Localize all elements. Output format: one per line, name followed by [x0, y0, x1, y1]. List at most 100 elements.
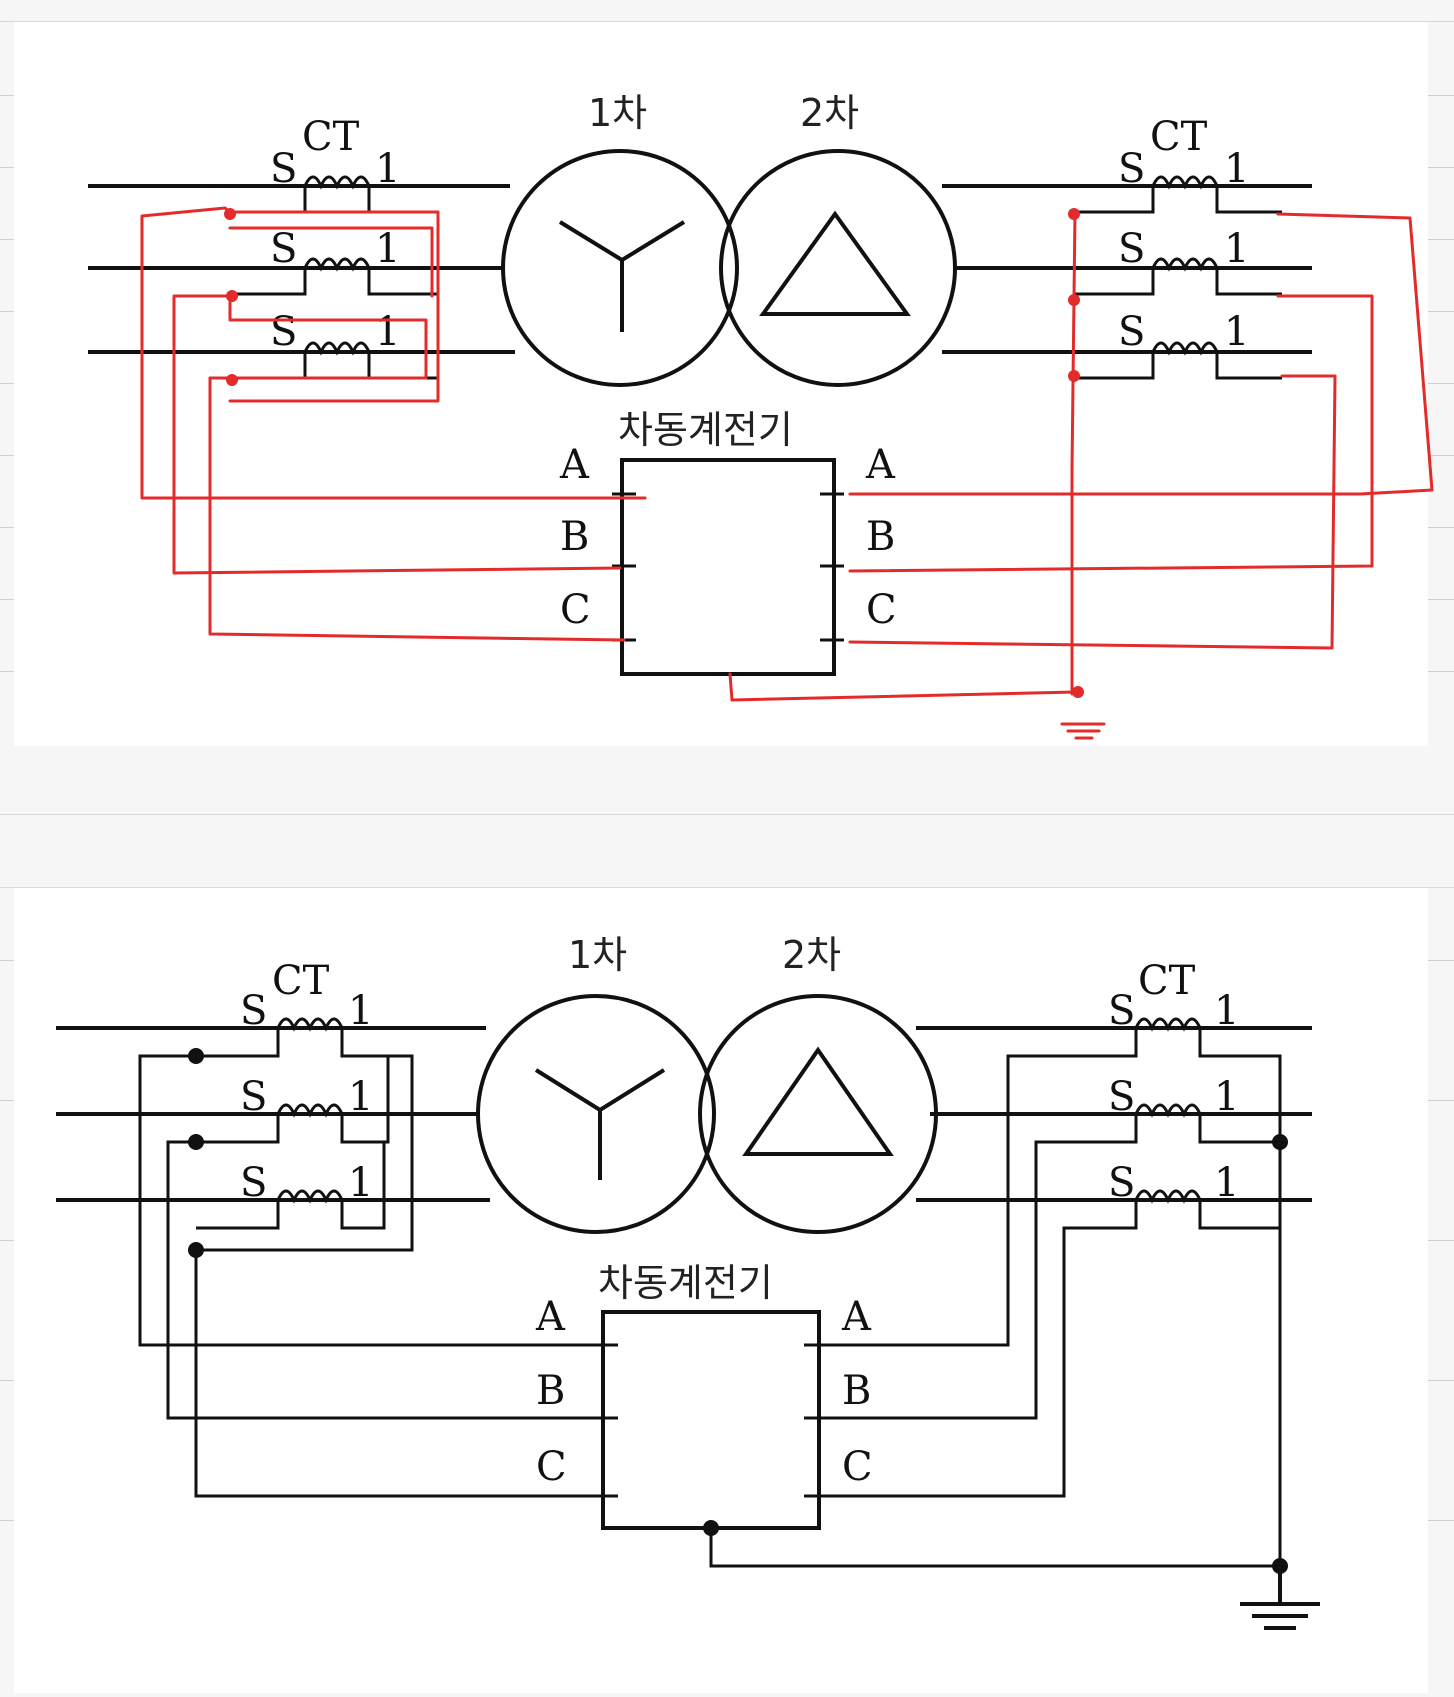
transformer: 1차 2차 — [501, 91, 957, 387]
ruler-mark — [1428, 239, 1454, 240]
ruler-mark — [1428, 960, 1454, 961]
power-lines — [88, 184, 1312, 354]
delta-symbol — [759, 210, 911, 316]
divider — [0, 21, 1454, 22]
relay-terminal-b: B — [536, 1368, 565, 1414]
ruler-mark — [1428, 455, 1454, 456]
relay-terminal-a: A — [841, 1294, 872, 1340]
secondary-winding-circle — [698, 994, 938, 1234]
junction-dot — [188, 1048, 204, 1064]
ct-left-group: CT S 1 S 1 S 1 — [196, 958, 414, 1252]
divider — [0, 887, 1454, 888]
relay-terminal-a: A — [535, 1294, 566, 1340]
ruler-mark — [1428, 599, 1454, 600]
power-lines — [56, 1026, 1312, 1202]
ct-1-label: 1 — [1224, 146, 1249, 192]
junction-dot — [226, 290, 238, 302]
primary-winding-circle — [476, 994, 716, 1234]
ct-s-label: S — [1108, 1074, 1135, 1120]
ruler-mark — [0, 239, 14, 240]
diagram-panel-annotated — [14, 22, 1428, 746]
relay-terminal-c: C — [560, 587, 591, 633]
relay-box — [601, 1310, 821, 1530]
ruler-mark — [1428, 1380, 1454, 1381]
ct-s-label: S — [1118, 309, 1145, 355]
ct-left-group: CT S 1 S 1 S 1 — [235, 114, 438, 380]
ct-1-label: 1 — [1214, 1160, 1239, 1206]
primary-label: 1차 — [568, 933, 627, 977]
relay-terminal-a: A — [865, 442, 896, 488]
ruler-mark — [1428, 671, 1454, 672]
ct-1-label: 1 — [375, 226, 400, 272]
divider — [0, 814, 1454, 815]
ct-1-label: 1 — [375, 309, 400, 355]
ruler-mark — [0, 1380, 14, 1381]
ct-1-label: 1 — [1224, 226, 1249, 272]
ruler-mark — [1428, 1520, 1454, 1521]
ruler-mark — [1428, 311, 1454, 312]
ct-1-label: 1 — [375, 146, 400, 192]
ct-label: CT — [1150, 114, 1208, 160]
ct-1-label: 1 — [1214, 988, 1239, 1034]
relay-terminal-c: C — [536, 1444, 567, 1490]
ruler-mark — [0, 527, 14, 528]
ct-right-group: CT S 1 S 1 S 1 — [1075, 114, 1282, 380]
ruler-mark — [0, 455, 14, 456]
junction-dot — [1272, 1134, 1288, 1150]
ct-label: CT — [272, 958, 330, 1004]
red-wiring — [140, 206, 1434, 740]
relay-label: 차동계전기 — [598, 1261, 773, 1305]
ct-s-label: S — [240, 1074, 267, 1120]
ct-1-label: 1 — [348, 1074, 373, 1120]
secondary-label: 2차 — [800, 91, 859, 135]
ground-icon — [1240, 1566, 1320, 1630]
junction-dot — [188, 1242, 204, 1258]
ruler-mark — [0, 671, 14, 672]
ruler-mark — [0, 1100, 14, 1101]
ct-s-label: S — [1118, 146, 1145, 192]
junction-dot — [1068, 370, 1080, 382]
ct-1-label: 1 — [348, 1160, 373, 1206]
primary-winding-circle — [501, 149, 739, 387]
relay-terminal-c: C — [842, 1444, 873, 1490]
ct-s-label: S — [1118, 226, 1145, 272]
ct-s-label: S — [240, 1160, 267, 1206]
relay-terminal-c: C — [866, 587, 897, 633]
ct-s-label: S — [270, 309, 297, 355]
ground-wiring — [703, 1134, 1320, 1630]
ct-1-label: 1 — [348, 988, 373, 1034]
ct-right-group: CT S 1 S 1 S 1 — [820, 958, 1282, 1570]
ruler-mark — [0, 1240, 14, 1241]
ruler-mark — [1428, 383, 1454, 384]
ruler-mark — [0, 1520, 14, 1521]
ruler-mark — [1428, 95, 1454, 96]
ct-s-label: S — [270, 146, 297, 192]
ct-1-label: 1 — [1214, 1074, 1239, 1120]
junction-dot — [224, 208, 236, 220]
ruler-mark — [1428, 167, 1454, 168]
ruler-mark — [0, 95, 14, 96]
ct-label: CT — [1138, 958, 1196, 1004]
secondary-label: 2차 — [782, 933, 841, 977]
ruler-mark — [1428, 1240, 1454, 1241]
delta-symbol — [742, 1046, 894, 1156]
diagram-panel-reference — [14, 888, 1428, 1693]
ruler-mark — [0, 167, 14, 168]
ct-label: CT — [302, 114, 360, 160]
ruler-mark — [0, 960, 14, 961]
junction-dot — [1072, 686, 1084, 698]
junction-dot — [226, 374, 238, 386]
junction-dot — [703, 1520, 719, 1536]
relay-terminal-b: B — [866, 514, 895, 560]
ct-s-label: S — [1108, 988, 1135, 1034]
ruler-mark — [1428, 1100, 1454, 1101]
ct-s-label: S — [240, 988, 267, 1034]
ct-1-label: 1 — [1224, 309, 1249, 355]
relay: 차동계전기 A B C A B C — [559, 408, 897, 676]
junction-dot — [1068, 294, 1080, 306]
wye-symbol — [534, 1068, 666, 1180]
relay-label: 차동계전기 — [618, 408, 793, 452]
junction-dot — [188, 1134, 204, 1150]
